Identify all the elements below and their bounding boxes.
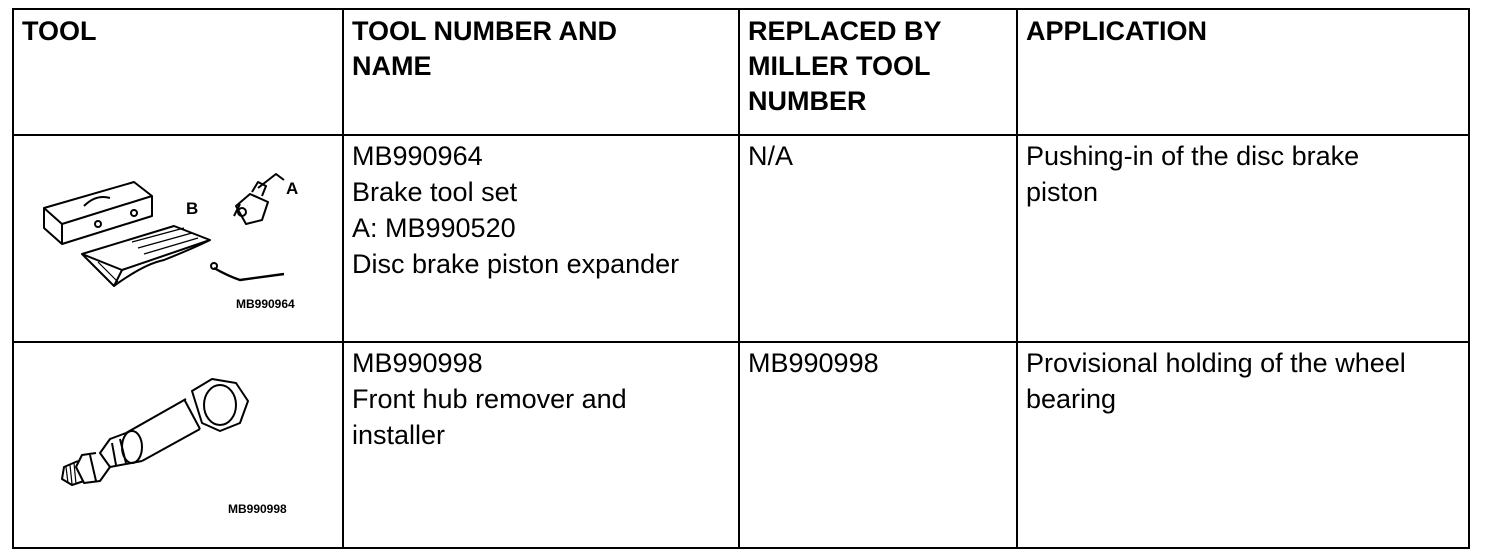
tool-name: Front hub remover and — [352, 384, 627, 414]
brake-tool-set-illustration: A B MB990964 — [43, 173, 298, 311]
figure-caption: MB990964 — [236, 297, 295, 311]
front-hub-remover-illustration: MB990998 — [61, 378, 287, 516]
header-tool: TOOL — [12, 8, 344, 136]
header-application: APPLICATION — [1016, 8, 1470, 136]
header-tool-number: TOOL NUMBER AND NAME — [342, 8, 740, 136]
tool-part: A: MB990520 — [352, 213, 516, 243]
replaced-by-cell: N/A — [738, 134, 1018, 343]
application-cell: Pushing-in of the disc brake piston — [1016, 134, 1470, 343]
table-row: A B MB990964 MB990964 Brake tool set A: … — [12, 134, 1470, 343]
application-cell: Provisional holding of the wheel bearing — [1016, 341, 1470, 549]
header-replaced-by: REPLACED BY MILLER TOOL NUMBER — [738, 8, 1018, 136]
tool-part-name: Disc brake piston expander — [352, 249, 680, 279]
tool-number: MB990964 — [352, 141, 483, 171]
tool-number-cell: MB990998 Front hub remover and installer — [342, 341, 740, 549]
tool-image-cell: A B MB990964 — [12, 134, 344, 343]
replaced-by-cell: MB990998 — [738, 341, 1018, 549]
label-b: B — [186, 199, 198, 218]
tool-image-cell: MB990998 — [12, 341, 344, 549]
figure-caption: MB990998 — [228, 502, 287, 516]
tool-number-cell: MB990964 Brake tool set A: MB990520 Disc… — [342, 134, 740, 343]
special-tools-table: TOOL TOOL NUMBER AND NAME REPLACED BY MI… — [12, 8, 1470, 549]
label-a: A — [286, 179, 298, 198]
tool-name: Brake tool set — [352, 177, 518, 207]
header-row: TOOL TOOL NUMBER AND NAME REPLACED BY MI… — [12, 8, 1470, 136]
table-row: MB990998 MB990998 Front hub remover and … — [12, 341, 1470, 549]
tool-number: MB990998 — [352, 348, 483, 378]
tool-name-continued: installer — [352, 420, 446, 450]
